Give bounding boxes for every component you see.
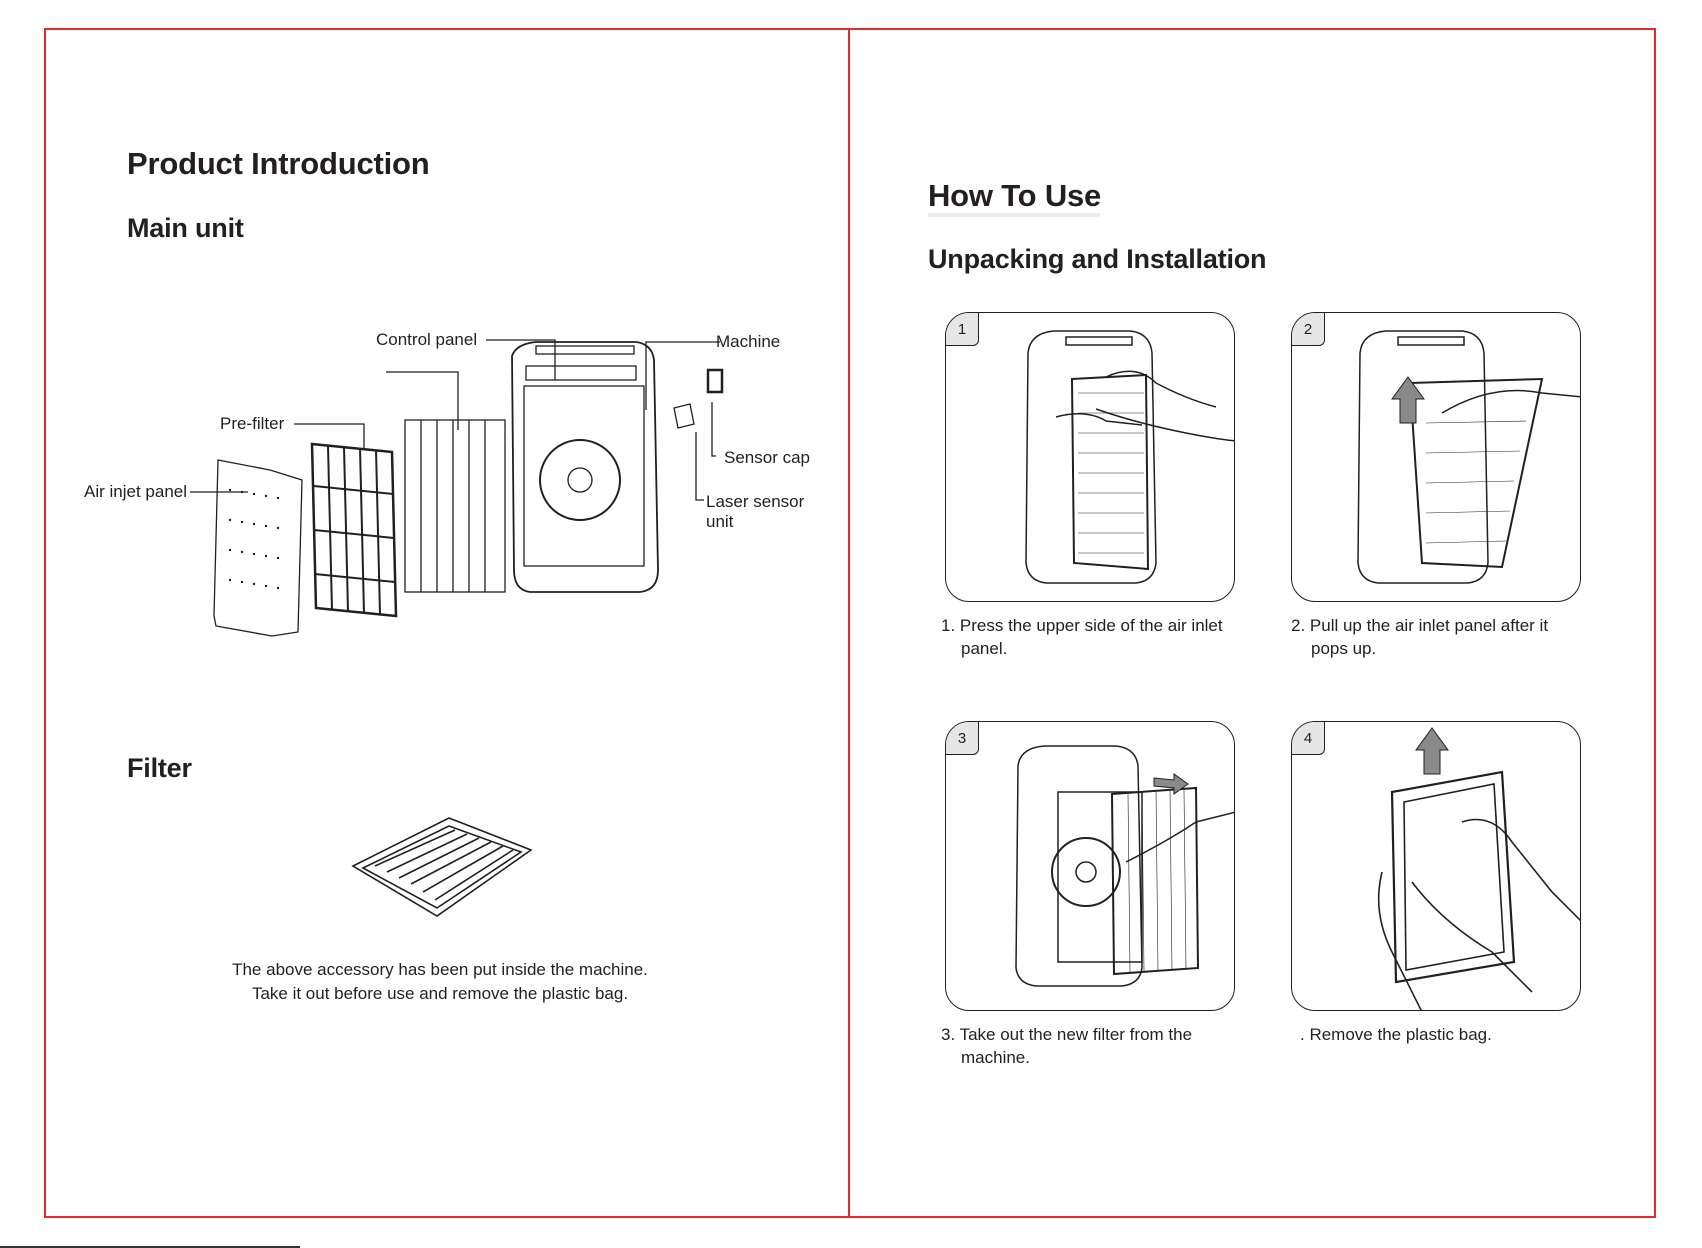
step-1-illustration bbox=[1025, 330, 1234, 584]
step-4-badge: 4 bbox=[1292, 722, 1325, 755]
machine-label: Machine bbox=[716, 332, 781, 351]
step-3-caption-line2: machine. bbox=[961, 1048, 1030, 1067]
page-divider bbox=[848, 28, 850, 1218]
step-2-badge: 2 bbox=[1292, 313, 1325, 346]
unpacking-installation-heading: Unpacking and Installation bbox=[928, 244, 1267, 274]
main-unit-exploded-diagram bbox=[190, 339, 724, 637]
step-1-caption-line1: 1. Press the upper side of the air inlet bbox=[941, 616, 1223, 635]
title-underline bbox=[928, 213, 1100, 217]
step-1-caption-line2: panel. bbox=[961, 639, 1008, 658]
page-frame bbox=[44, 28, 1656, 1218]
step-3-badge: 3 bbox=[946, 722, 979, 755]
step-4-panel: 4 bbox=[1291, 721, 1581, 1011]
how-to-use-title: How To Use bbox=[928, 178, 1102, 213]
filter-caption-line1: The above accessory has been put inside … bbox=[232, 960, 648, 979]
filter-illustration bbox=[351, 817, 533, 917]
step-4-caption-line1: . Remove the plastic bag. bbox=[1300, 1025, 1492, 1044]
laser-sensor-label-line2: unit bbox=[706, 512, 734, 531]
product-introduction-title: Product Introduction bbox=[127, 146, 430, 181]
step-3-illustration bbox=[1015, 745, 1234, 987]
laser-sensor-label-line1: Laser sensor bbox=[706, 492, 805, 511]
control-panel-label: Control panel bbox=[376, 330, 478, 349]
step-2-caption-line2: pops up. bbox=[1311, 639, 1377, 658]
step-2-illustration bbox=[1357, 330, 1580, 584]
step-1-badge: 1 bbox=[946, 313, 979, 346]
filter-caption-line2: Take it out before use and remove the pl… bbox=[251, 984, 629, 1003]
filter-heading: Filter bbox=[127, 753, 192, 783]
pre-filter-label: Pre-filter bbox=[220, 414, 285, 433]
main-unit-heading: Main unit bbox=[127, 213, 244, 243]
sensor-cap-label: Sensor cap bbox=[724, 448, 810, 467]
bottom-rule bbox=[0, 1246, 300, 1248]
step-1-panel: 1 bbox=[945, 312, 1235, 602]
step-3-caption-line1: 3. Take out the new filter from the bbox=[941, 1025, 1193, 1044]
step-2-caption-line1: 2. Pull up the air inlet panel after it bbox=[1291, 616, 1549, 635]
step-3-panel: 3 bbox=[945, 721, 1235, 1011]
air-inlet-panel-label: Air injet panel bbox=[84, 482, 188, 501]
step-2-panel: 2 bbox=[1291, 312, 1581, 602]
step-4-illustration bbox=[1377, 727, 1580, 1010]
